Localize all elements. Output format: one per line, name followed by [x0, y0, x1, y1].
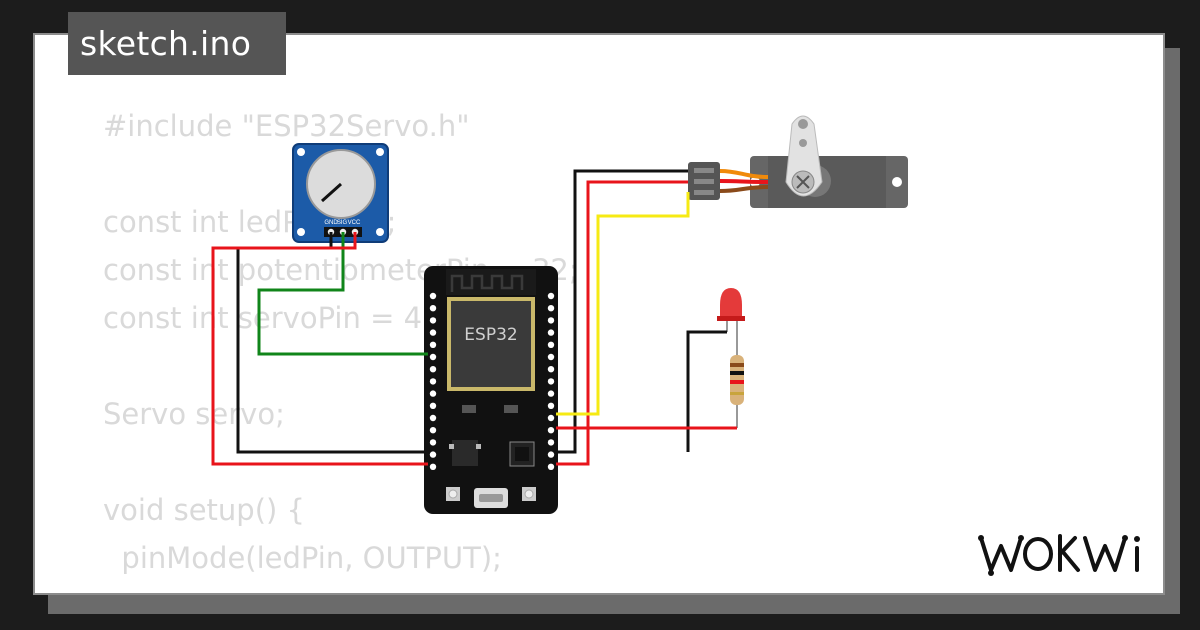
header-pin[interactable] — [547, 451, 555, 458]
pot-pin-gnd: GND — [324, 220, 338, 226]
header-pin[interactable] — [429, 378, 437, 385]
header-pin[interactable] — [547, 427, 555, 434]
wire-servo-vcc — [556, 180, 688, 466]
header-pin[interactable] — [429, 427, 437, 434]
header-pin[interactable] — [429, 366, 437, 373]
header-pin[interactable] — [429, 341, 437, 348]
red-led[interactable] — [717, 288, 745, 333]
wire-pot-sig — [257, 232, 428, 356]
header-pin[interactable] — [429, 414, 437, 422]
code-line: Servo servo; — [103, 397, 285, 431]
header-pin[interactable] — [547, 414, 555, 422]
esp32-label: ESP32 — [464, 325, 517, 345]
header-pin[interactable] — [547, 317, 555, 324]
header-pin[interactable] — [547, 378, 555, 385]
header-pin[interactable] — [429, 451, 437, 458]
header-pin[interactable] — [429, 292, 437, 300]
esp32-board[interactable]: ESP32 — [424, 266, 558, 514]
file-tab[interactable]: sketch.ino — [68, 12, 286, 75]
header-pin[interactable] — [547, 439, 555, 446]
header-pin[interactable] — [429, 402, 437, 409]
header-pin[interactable] — [547, 390, 555, 397]
header-pin[interactable] — [429, 439, 437, 446]
wire-led-gnd — [686, 330, 727, 452]
header-pin[interactable] — [429, 317, 437, 324]
resistor[interactable] — [730, 333, 744, 428]
header-pin[interactable] — [429, 305, 437, 312]
wire-pot-gnd — [236, 232, 428, 454]
header-pin[interactable] — [429, 463, 437, 470]
pot-pin-vcc: VCC — [348, 220, 361, 226]
header-pin[interactable] — [429, 353, 437, 361]
header-pin[interactable] — [547, 305, 555, 312]
header-pin[interactable] — [547, 463, 555, 470]
header-pin[interactable] — [429, 390, 437, 397]
code-line: void setup() { — [103, 493, 305, 527]
wire-pot-vcc — [211, 232, 428, 466]
code-line: pinMode(potentiometerPin, INPUT); — [103, 582, 634, 593]
code-line: pinMode(ledPin, OUTPUT); — [103, 541, 502, 575]
wires — [211, 169, 737, 466]
pot-pin-sig: SIG — [337, 220, 348, 226]
header-pin[interactable] — [547, 329, 555, 336]
header-pin[interactable] — [547, 353, 555, 361]
potentiometer[interactable]: GND SIG VCC — [292, 143, 389, 243]
header-pin[interactable] — [547, 402, 555, 409]
header-pin[interactable] — [547, 366, 555, 373]
servo-motor[interactable] — [688, 115, 908, 208]
code-line: #include "ESP32Servo.h" — [103, 109, 470, 143]
header-pin[interactable] — [547, 341, 555, 348]
wire-servo-signal — [556, 192, 690, 416]
wokwi-logo — [978, 534, 1140, 576]
wire-servo-gnd — [556, 169, 688, 454]
header-pin[interactable] — [547, 292, 555, 300]
header-pin[interactable] — [429, 329, 437, 336]
